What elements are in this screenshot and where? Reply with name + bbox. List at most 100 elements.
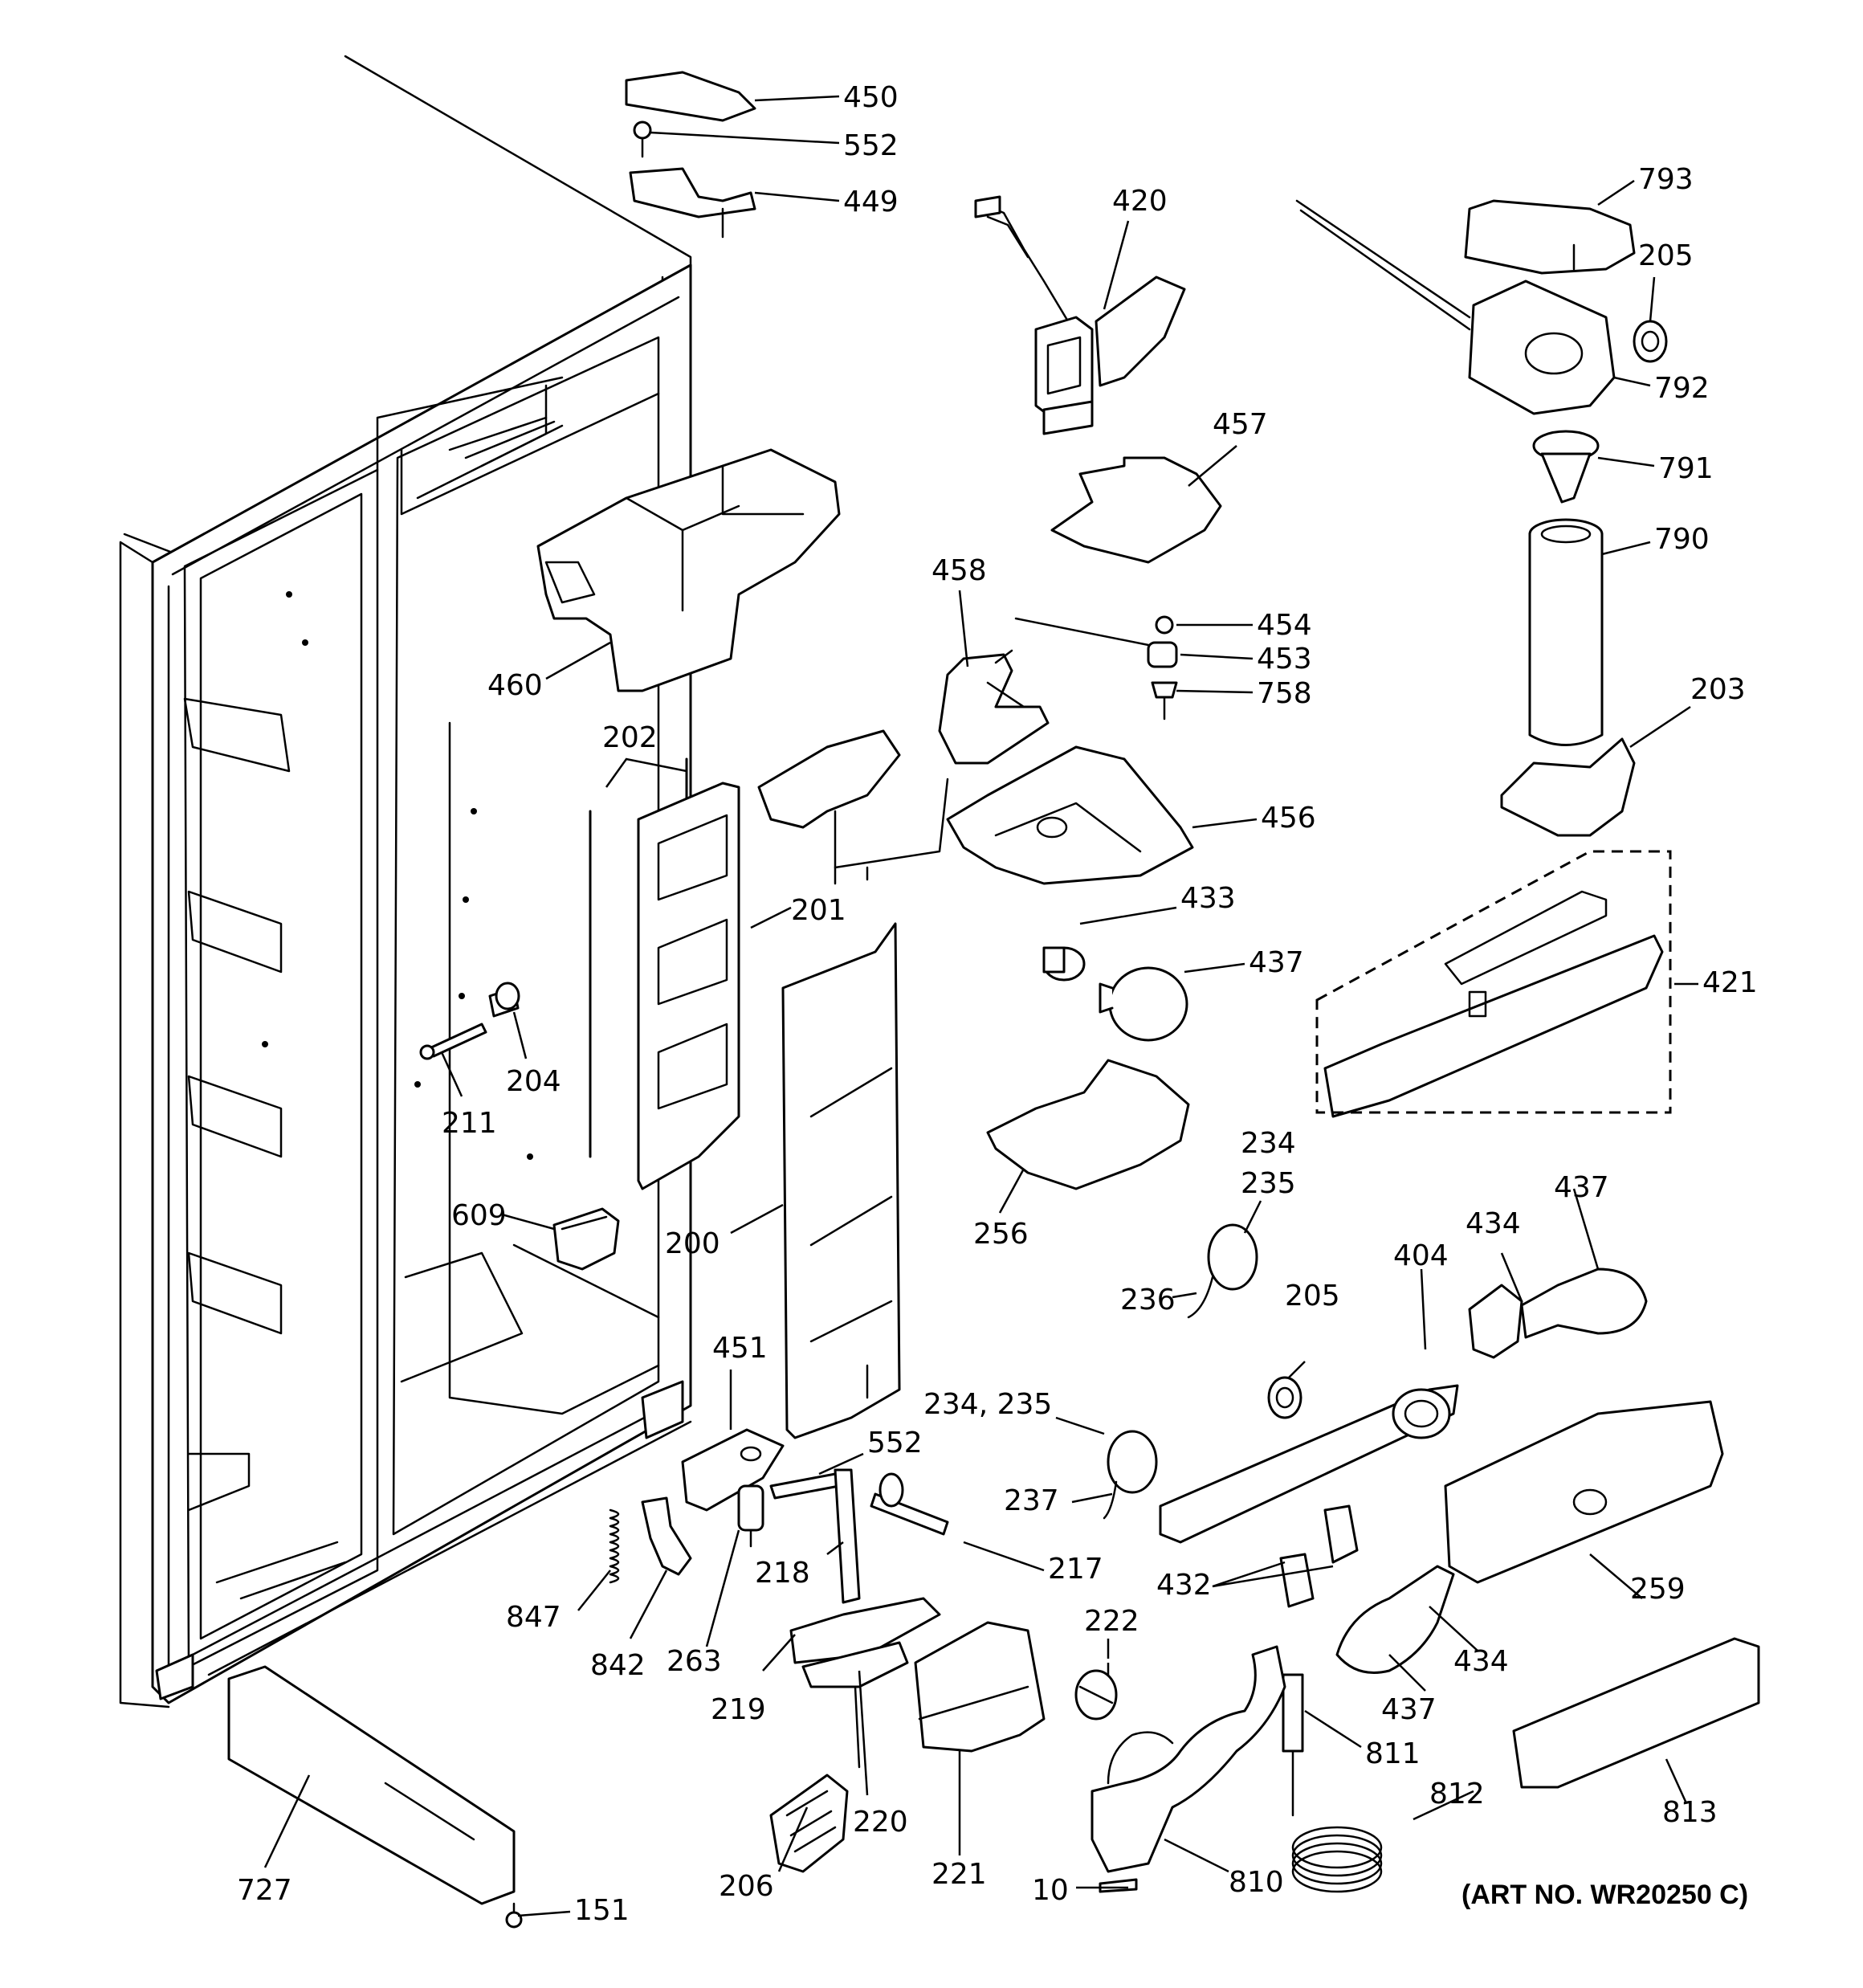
dashed-box-421	[1315, 850, 1672, 1114]
duct-460	[536, 448, 841, 692]
trim-813	[1512, 1637, 1760, 1789]
water-valve-810	[1090, 1645, 1286, 1873]
spring-237	[1103, 1430, 1158, 1520]
kickplate-727	[227, 1665, 516, 1905]
label-847: 847	[506, 1601, 561, 1634]
label-790: 790	[1654, 523, 1710, 556]
tube-811	[1282, 1673, 1304, 1753]
socket-434-top	[1468, 1284, 1523, 1359]
label-200: 200	[665, 1227, 720, 1260]
spring-236	[1187, 1223, 1258, 1319]
filter-cover-793	[1464, 199, 1636, 275]
label-456: 456	[1261, 802, 1316, 835]
grommet-205-lower	[1267, 1376, 1302, 1419]
part-labels: 450 552 449 420 793 205 792 457 791 790 …	[237, 81, 1758, 1927]
label-433: 433	[1180, 882, 1236, 915]
label-810: 810	[1229, 1866, 1284, 1899]
label-420: 420	[1112, 185, 1168, 218]
art-number: (ART NO. WR20250 C)	[1461, 1880, 1748, 1910]
label-793: 793	[1638, 163, 1694, 196]
label-460: 460	[487, 669, 543, 702]
filter-cap-203	[1500, 737, 1636, 837]
screw-10	[1099, 1878, 1138, 1893]
label-205-top: 205	[1638, 239, 1694, 272]
label-453: 453	[1257, 643, 1312, 676]
hinge-451	[681, 1428, 785, 1512]
bulb-437-right	[1520, 1268, 1648, 1339]
label-151: 151	[574, 1894, 630, 1927]
screw-552-top	[633, 120, 652, 158]
socket-434-lower	[1392, 1388, 1451, 1439]
label-457: 457	[1213, 408, 1268, 441]
label-434-lower: 434	[1453, 1645, 1509, 1678]
label-234-top: 234	[1241, 1127, 1296, 1160]
label-221: 221	[932, 1858, 987, 1891]
label-437-lower: 437	[1381, 1693, 1437, 1726]
bulb-437-lower	[1335, 1565, 1455, 1674]
label-813: 813	[1662, 1796, 1718, 1829]
light-socket-458	[938, 649, 1050, 765]
rail-201	[637, 782, 740, 1190]
filter-bypass-791	[1532, 430, 1600, 504]
label-451: 451	[712, 1332, 768, 1365]
label-421: 421	[1702, 966, 1758, 999]
label-203: 203	[1690, 673, 1746, 706]
top-hinge-449	[629, 167, 756, 239]
label-263: 263	[667, 1645, 722, 1678]
actuator-219	[789, 1597, 941, 1664]
label-450: 450	[843, 81, 899, 114]
switch-609	[552, 1207, 620, 1271]
label-234-235: 234, 235	[923, 1388, 1052, 1421]
refrigerator-cabinet	[119, 55, 692, 1708]
sockets-432	[1279, 1504, 1359, 1608]
shaft-217	[870, 1472, 949, 1536]
label-204: 204	[506, 1065, 561, 1098]
label-256: 256	[973, 1218, 1029, 1251]
sensor-plate-457	[1050, 456, 1222, 564]
door-liner-200	[781, 922, 901, 1439]
label-202: 202	[602, 721, 658, 754]
water-filter-790	[1528, 518, 1604, 746]
label-842: 842	[590, 1649, 646, 1682]
label-758: 758	[1257, 677, 1312, 710]
label-437-top: 437	[1249, 946, 1304, 979]
rod-218	[834, 1468, 861, 1604]
label-201: 201	[791, 894, 846, 927]
label-206: 206	[719, 1870, 774, 1903]
screw-552-lower	[769, 1472, 841, 1500]
label-10: 10	[1032, 1874, 1069, 1907]
filter-head-792	[1295, 199, 1616, 415]
label-434-top: 434	[1466, 1207, 1521, 1240]
screw-211-bushing-204	[419, 982, 520, 1060]
label-454: 454	[1257, 609, 1312, 642]
bulb-437-top	[1099, 966, 1188, 1042]
grommet-205-top	[1633, 320, 1668, 363]
label-458: 458	[932, 554, 987, 587]
label-727: 727	[237, 1874, 292, 1907]
label-236: 236	[1120, 1284, 1176, 1316]
lever-842	[641, 1496, 692, 1576]
label-237: 237	[1004, 1484, 1059, 1517]
label-205-lower: 205	[1285, 1280, 1340, 1312]
grille-206	[769, 1774, 849, 1873]
label-220: 220	[853, 1806, 908, 1839]
damper-222	[1074, 1669, 1118, 1721]
cradle-221	[914, 1621, 1046, 1753]
leader-lines	[263, 95, 1698, 1917]
label-235-top: 235	[1241, 1167, 1296, 1200]
label-217: 217	[1048, 1553, 1103, 1586]
control-board-421	[1323, 890, 1664, 1118]
screw-151	[505, 1902, 523, 1929]
label-609: 609	[451, 1199, 507, 1232]
paddle-220	[801, 1641, 909, 1769]
label-219: 219	[711, 1693, 766, 1726]
label-552-lower: 552	[867, 1427, 923, 1459]
light-housing-456	[946, 745, 1194, 885]
air-duct-center	[757, 729, 949, 885]
coil-812	[1291, 1749, 1383, 1893]
socket-433	[1042, 946, 1086, 982]
label-552-top: 552	[843, 129, 899, 162]
label-812: 812	[1429, 1778, 1485, 1810]
label-437-right: 437	[1554, 1171, 1609, 1204]
hinge-cover-450	[625, 71, 756, 122]
